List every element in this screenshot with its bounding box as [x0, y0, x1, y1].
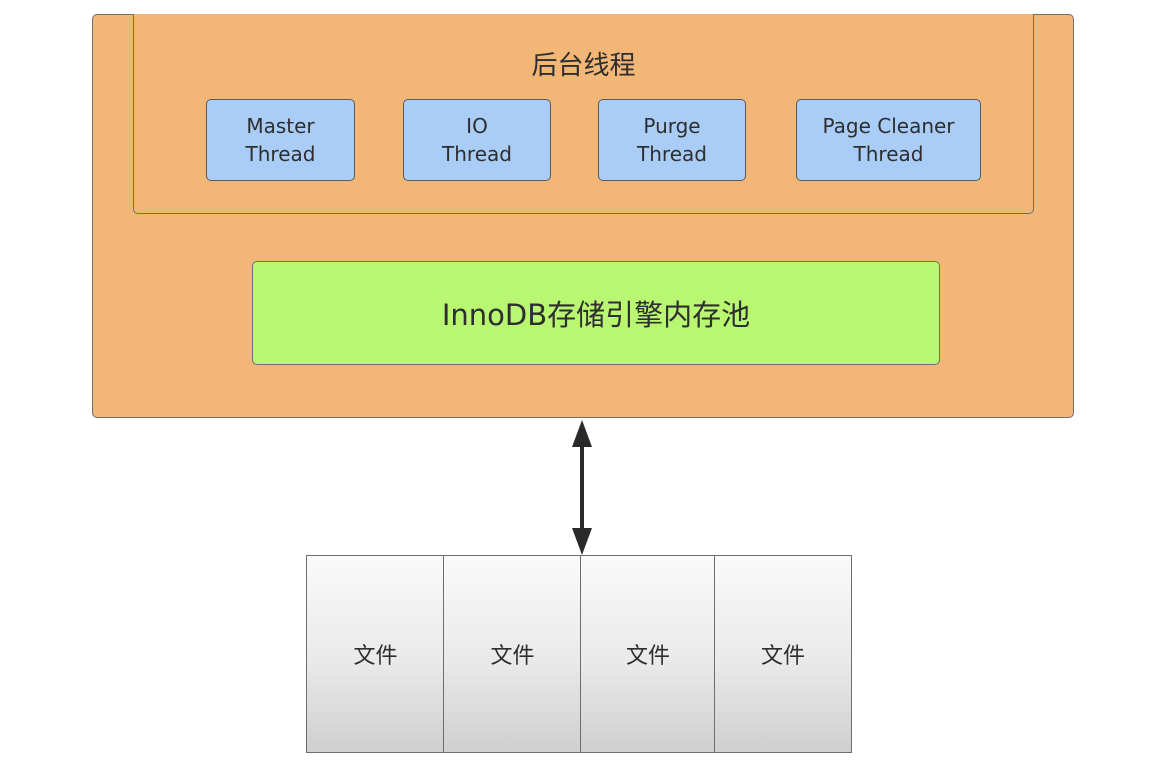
- thread-label-line2: Thread: [853, 142, 924, 166]
- file-cell: 文件: [714, 555, 852, 753]
- file-label: 文件: [353, 644, 398, 669]
- arrow-head-up-icon: [572, 420, 592, 447]
- thread-label-line1: Page Cleaner: [822, 114, 955, 138]
- thread-label-line1: Master: [246, 114, 315, 138]
- io-thread-box: IO Thread: [403, 99, 551, 181]
- thread-label-line2: Thread: [245, 142, 316, 166]
- master-thread-box: Master Thread: [206, 99, 355, 181]
- file-label: 文件: [760, 644, 805, 669]
- thread-label-line2: Thread: [442, 142, 512, 166]
- thread-label-line2: Thread: [637, 142, 707, 166]
- thread-label-line1: Purge: [643, 114, 701, 138]
- file-cell: 文件: [443, 555, 582, 753]
- buffer-pool-box: InnoDB存储引擎内存池: [252, 261, 940, 365]
- purge-thread-box: Purge Thread: [598, 99, 746, 181]
- arrow-head-down-icon: [572, 528, 592, 555]
- file-label: 文件: [490, 644, 535, 669]
- page-cleaner-thread-box: Page Cleaner Thread: [796, 99, 981, 181]
- file-cell: 文件: [580, 555, 716, 753]
- background-threads-title: 后台线程: [531, 51, 636, 81]
- buffer-pool-label: InnoDB存储引擎内存池: [441, 298, 751, 332]
- thread-label-line1: IO: [466, 114, 488, 138]
- file-cell: 文件: [306, 555, 445, 753]
- file-label: 文件: [625, 644, 670, 669]
